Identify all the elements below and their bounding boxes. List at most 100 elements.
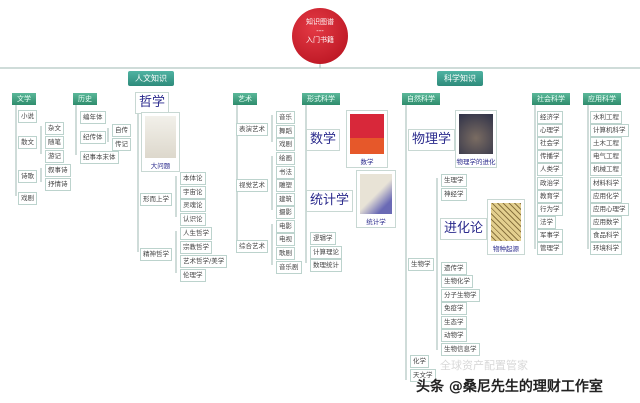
node-science-applied-items-10: 环境科学 bbox=[590, 242, 622, 255]
node-humanities-art-items-6: 书法 bbox=[276, 166, 295, 179]
node-humanities-philosophy-items-5: 精神哲学 bbox=[140, 248, 172, 261]
root-node: 知识图谱 --- 入门书籍 bbox=[292, 8, 348, 64]
node-science-applied-items-6: 应用化学 bbox=[590, 189, 622, 203]
book-cover-image bbox=[360, 174, 392, 214]
node-humanities-art-items-13: 歌剧 bbox=[276, 247, 295, 260]
node-humanities-literature-items-2: 杂文 bbox=[45, 122, 64, 135]
root-subtitle: 入门书籍 bbox=[306, 36, 334, 44]
category-humanities-art-label: 艺术 bbox=[233, 93, 257, 105]
node-humanities-philosophy-items-0: 形而上学 bbox=[140, 193, 172, 206]
node-humanities-art-items-7: 雕塑 bbox=[276, 179, 295, 192]
node-humanities-art-items-0: 表演艺术 bbox=[236, 123, 268, 136]
node-science-social-items-4: 人类学 bbox=[537, 163, 563, 177]
node-science-social-items-9: 军事学 bbox=[537, 228, 563, 242]
book-cover-image bbox=[350, 114, 384, 154]
node-science-applied-items-3: 电气工程 bbox=[590, 150, 622, 164]
category-humanities-history-label: 历史 bbox=[73, 93, 97, 105]
book-title: 统计学 bbox=[366, 218, 386, 226]
node-science-natural-items-6: 免疫学 bbox=[441, 302, 467, 315]
node-humanities-art-items-10: 综合艺术 bbox=[236, 240, 268, 253]
node-science-natural-items-4: 生物化学 bbox=[441, 275, 473, 288]
category-science-applied-label: 应用科学 bbox=[583, 93, 621, 105]
node-science-natural-items-9: 生物信息学 bbox=[441, 343, 480, 356]
subject-science-formal-stats: 统计学 bbox=[306, 190, 354, 212]
node-science-social-items-8: 法学 bbox=[537, 215, 556, 229]
node-humanities-history-items-3: 传记 bbox=[112, 138, 131, 151]
node-humanities-art-items-14: 音乐剧 bbox=[276, 261, 302, 274]
node-science-natural-items-7: 生态学 bbox=[441, 316, 467, 329]
node-humanities-literature-items-0: 小说 bbox=[18, 110, 37, 123]
node-science-natural-items-0: 生理学 bbox=[441, 174, 467, 187]
category-science-label: 科学知识 bbox=[437, 71, 483, 86]
node-humanities-history-items-2: 自传 bbox=[112, 124, 131, 137]
book-cover-image bbox=[491, 203, 521, 241]
node-science-formal-items-0: 逻辑学 bbox=[310, 232, 336, 245]
node-humanities-art-items-3: 戏剧 bbox=[276, 138, 295, 151]
node-science-social-items-5: 政治学 bbox=[537, 176, 563, 190]
node-humanities-literature-items-6: 叙事诗 bbox=[45, 164, 71, 177]
node-humanities-literature-items-5: 诗歌 bbox=[18, 170, 37, 183]
node-humanities-art-items-12: 电视 bbox=[276, 233, 295, 246]
node-humanities-art-items-1: 音乐 bbox=[276, 111, 295, 124]
category-science-natural-label: 自然科学 bbox=[402, 93, 440, 105]
node-humanities-philosophy-items-2: 宇宙论 bbox=[180, 186, 206, 199]
root-title: 知识图谱 bbox=[306, 18, 334, 26]
subject-science-natural-evolution: 进化论 bbox=[440, 218, 488, 240]
node-science-applied-items-7: 应用心理学 bbox=[590, 202, 629, 216]
node-humanities-history-items-1: 纪传体 bbox=[80, 131, 106, 144]
node-humanities-philosophy-items-6: 人生哲学 bbox=[180, 227, 212, 240]
node-humanities-literature-items-4: 游记 bbox=[45, 150, 64, 163]
node-humanities-philosophy-items-7: 宗教哲学 bbox=[180, 241, 212, 254]
node-science-natural-items-11: 天文学 bbox=[410, 369, 436, 382]
root-separator: --- bbox=[316, 27, 324, 35]
subject-science-natural-physics: 物理学 bbox=[408, 129, 456, 151]
book-title: 物种起源 bbox=[493, 245, 519, 253]
node-science-natural-items-10: 化学 bbox=[410, 355, 429, 368]
node-humanities-philosophy-items-8: 艺术哲学/美学 bbox=[180, 255, 228, 268]
node-humanities-art-items-9: 摄影 bbox=[276, 206, 295, 219]
node-science-social-items-2: 社会学 bbox=[537, 137, 563, 151]
node-humanities-history-items-0: 编年体 bbox=[80, 111, 106, 124]
node-science-applied-items-8: 应用数学 bbox=[590, 215, 622, 229]
book-title: 数学 bbox=[360, 158, 374, 166]
subject-science-formal-math: 数学 bbox=[306, 129, 341, 151]
book-cover-image bbox=[459, 114, 493, 154]
node-science-social-items-6: 教育学 bbox=[537, 189, 563, 203]
node-humanities-philosophy-items-3: 灵魂论 bbox=[180, 199, 206, 212]
node-science-applied-items-0: 水利工程 bbox=[590, 111, 622, 124]
watermark-faint: 全球资产配置管家 bbox=[440, 359, 528, 372]
node-humanities-art-items-5: 绘画 bbox=[276, 152, 295, 165]
book-evolution-book: 物种起源 bbox=[487, 199, 525, 255]
node-science-natural-items-5: 分子生物学 bbox=[441, 289, 480, 302]
node-humanities-art-items-8: 建筑 bbox=[276, 193, 295, 206]
node-science-natural-items-2: 生物学 bbox=[408, 258, 434, 271]
node-science-applied-items-5: 材料科学 bbox=[590, 176, 622, 190]
node-science-social-items-3: 传播学 bbox=[537, 150, 563, 164]
node-science-social-items-0: 经济学 bbox=[537, 111, 563, 124]
node-science-formal-items-1: 计算理论 bbox=[310, 246, 342, 259]
node-humanities-history-items-4: 纪事本末体 bbox=[80, 151, 119, 164]
book-cover-image bbox=[145, 116, 176, 158]
node-humanities-philosophy-items-1: 本体论 bbox=[180, 172, 206, 185]
node-humanities-art-items-11: 电影 bbox=[276, 220, 295, 233]
book-math-book: 数学 bbox=[346, 110, 388, 168]
book-title: 大问题 bbox=[150, 162, 171, 170]
book-stats-book: 统计学 bbox=[356, 170, 396, 228]
watermark-main: 头条 @桑尼先生的理财工作室 bbox=[416, 379, 603, 395]
book-physics-book: 物理学的进化 bbox=[455, 110, 497, 168]
node-science-applied-items-9: 食品科学 bbox=[590, 228, 622, 242]
node-science-natural-items-8: 动物学 bbox=[441, 329, 467, 342]
node-humanities-literature-items-7: 抒情诗 bbox=[45, 178, 71, 191]
node-science-applied-items-4: 机械工程 bbox=[590, 163, 622, 177]
node-humanities-literature-items-8: 戏剧 bbox=[18, 192, 37, 205]
node-humanities-philosophy-items-4: 认识论 bbox=[180, 213, 206, 226]
book-book: 大问题 bbox=[141, 112, 180, 172]
book-title: 物理学的进化 bbox=[456, 158, 496, 166]
category-science-formal-label: 形式科学 bbox=[302, 93, 340, 105]
subject-humanities-philosophy-label: 哲学 bbox=[135, 92, 170, 114]
node-science-natural-items-1: 神经学 bbox=[441, 188, 467, 201]
node-humanities-art-items-2: 舞蹈 bbox=[276, 125, 295, 138]
category-humanities-label: 人文知识 bbox=[128, 71, 174, 86]
node-science-applied-items-2: 土木工程 bbox=[590, 137, 622, 151]
node-science-social-items-10: 管理学 bbox=[537, 242, 563, 255]
